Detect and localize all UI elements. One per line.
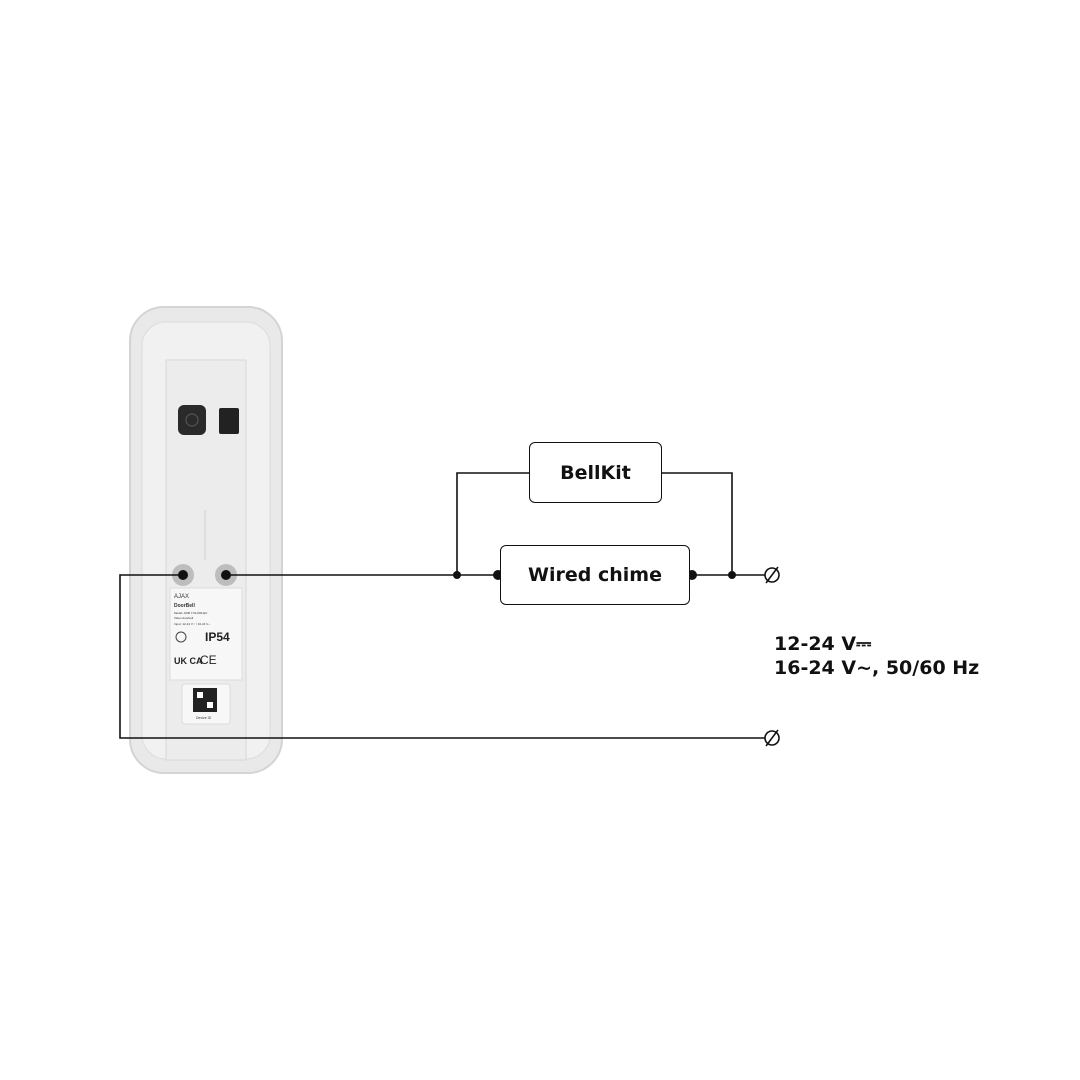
wired-chime-label: Wired chime (528, 564, 662, 586)
svg-text:Video doorbell: Video doorbell (174, 616, 193, 620)
power-button-icon (178, 405, 206, 435)
svg-text:DoorBell: DoorBell (174, 603, 195, 609)
dc-voltage-spec: 12-24 V⎓ (774, 633, 872, 655)
ac-voltage-spec: 16-24 V~, 50/60 Hz (774, 657, 980, 679)
power-terminal-icon (764, 566, 780, 584)
svg-text:Model: ADB Y-W-000-EU: Model: ADB Y-W-000-EU (174, 611, 207, 615)
svg-text:Device ID: Device ID (196, 716, 212, 720)
wired-chime-box: Wired chime (500, 545, 690, 605)
svg-text:Input: 12-24 V⎓ / 16-24 V~: Input: 12-24 V⎓ / 16-24 V~ (174, 622, 210, 626)
ip-rating: IP54 (205, 630, 230, 644)
svg-text:CE: CE (200, 653, 217, 667)
doorbell-back-view: AJAX DoorBell Model: ADB Y-W-000-EU Vide… (129, 306, 283, 774)
svg-text:UK CA: UK CA (174, 656, 203, 666)
bellkit-label: BellKit (560, 461, 631, 484)
svg-text:AJAX: AJAX (174, 594, 189, 600)
bellkit-box: BellKit (529, 442, 662, 503)
power-terminal-icon (764, 729, 780, 747)
qr-code-icon (193, 688, 217, 712)
device-label-sticker (169, 587, 243, 681)
